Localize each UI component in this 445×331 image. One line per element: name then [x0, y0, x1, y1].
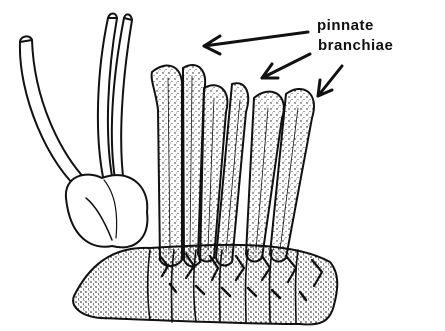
branchiae	[152, 65, 314, 266]
label-pinnate: pinnate	[317, 17, 374, 34]
label-branchiae: branchiae	[318, 37, 393, 54]
arrow-1	[204, 32, 308, 46]
head	[66, 175, 148, 248]
body	[73, 245, 337, 325]
tentacles	[20, 14, 132, 193]
